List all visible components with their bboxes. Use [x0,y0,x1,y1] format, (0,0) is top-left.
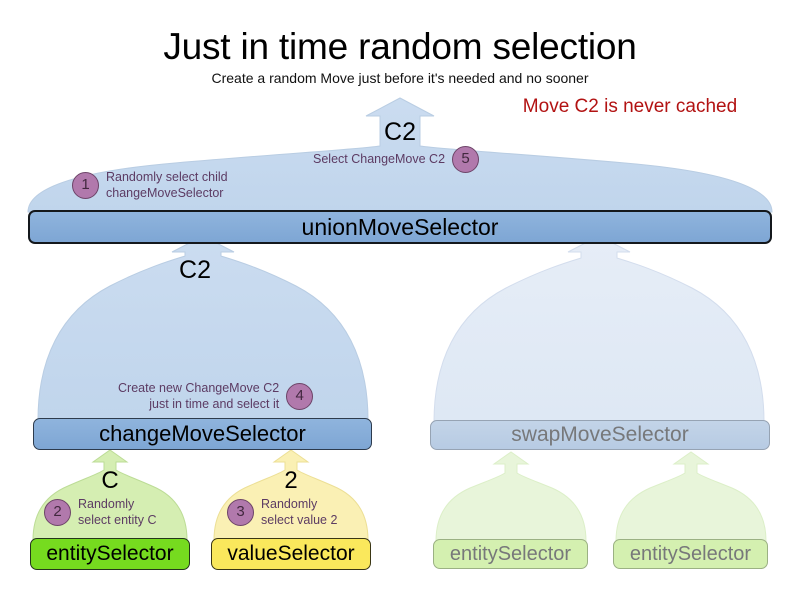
annotation-text-1: Randomly select child changeMoveSelector [106,170,228,200]
flare-arrow-swap-move [433,235,765,423]
annotation-text-5: Select ChangeMove C2 [313,151,446,166]
node-label-entity-selector-swap-left: entitySelector [449,542,572,565]
node-entity-selector-swap-left[interactable]: entitySelector [433,539,588,569]
node-entity-selector-swap-right[interactable]: entitySelector [613,539,768,569]
flare-arrow-change-move [37,235,369,421]
node-label-change-move-selector: changeMoveSelector [99,421,306,446]
node-label-swap-move-selector: swapMoveSelector [511,423,689,446]
flare-arrow-union [27,97,773,213]
step-badge-1: 1 [72,172,99,200]
node-label-value-selector-main: valueSelector [227,542,355,565]
annotation-step-2: 2 Randomly select entity C [44,497,157,528]
never-cached-note: Move C2 is never cached [522,96,738,117]
annotation-text-4: Create new ChangeMove C2 just in time an… [118,381,280,411]
node-label-entity-selector-swap-right: entitySelector [629,542,752,565]
node-swap-move-selector[interactable]: swapMoveSelector [430,420,770,450]
flare-arrow-entity-faded-a [435,451,587,542]
step-badge-4: 4 [286,383,314,411]
flare-label-entity: C [101,467,119,494]
page-title: Just in time random selection [163,26,637,67]
annotation-text-3: Randomly select value 2 [261,497,338,527]
node-change-move-selector[interactable]: changeMoveSelector [33,418,372,450]
annotation-step-1: 1 Randomly select child changeMoveSelect… [72,170,228,201]
flare-label-change-move: C2 [179,256,211,284]
node-value-selector-main[interactable]: valueSelector [211,538,371,570]
annotation-step-4: 4 Create new ChangeMove C2 just in time … [118,381,314,412]
annotation-step-5: 5 Select ChangeMove C2 [313,146,480,173]
flare-label-value: 2 [284,467,298,494]
step-badge-2: 2 [44,499,71,527]
node-label-union-move-selector: unionMoveSelector [301,213,499,240]
flare-arrow-entity-faded-b [615,451,767,542]
page-subtitle: Create a random Move just before it's ne… [211,70,589,86]
node-union-move-selector[interactable]: unionMoveSelector [28,210,772,244]
node-entity-selector-main[interactable]: entitySelector [30,538,190,570]
step-badge-5: 5 [452,146,480,173]
step-badge-3: 3 [227,499,254,527]
annotation-step-3: 3 Randomly select value 2 [227,497,337,528]
node-label-entity-selector-main: entitySelector [46,542,174,565]
flare-label-union: C2 [384,118,416,146]
flare-arrow-entity-main [32,449,188,541]
annotation-text-2: Randomly select entity C [78,497,157,527]
